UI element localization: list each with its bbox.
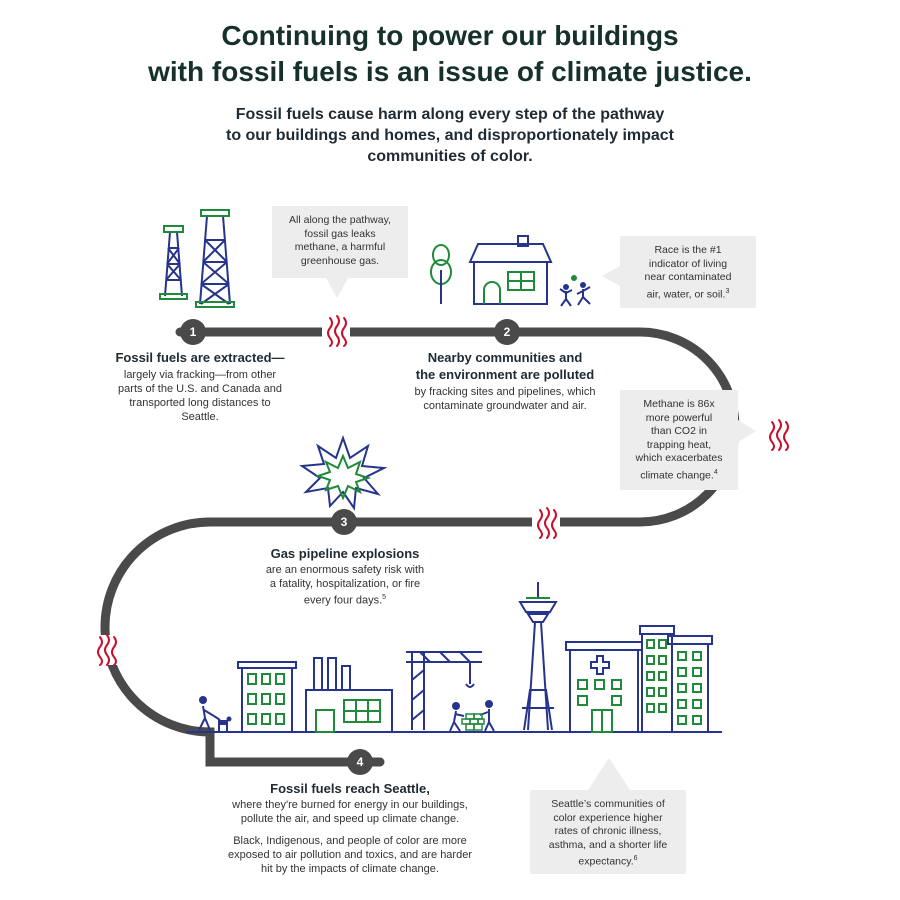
step-marker-1: 1 — [180, 319, 206, 345]
callout-line: asthma, and a shorter life — [548, 838, 668, 851]
step-line: where they're burned for energy in our b… — [232, 799, 468, 811]
callout-line: rates of chronic illness, — [554, 825, 662, 837]
callout-tail — [588, 758, 630, 790]
step-line: transported long distances to — [129, 397, 271, 409]
step-line: Seattle. — [181, 411, 219, 423]
callout-line: more powerful — [645, 411, 713, 424]
callout-tail — [602, 266, 620, 286]
callout-line: air, water, or soil. — [646, 288, 726, 300]
step-line: the environment are polluted — [415, 367, 595, 382]
space-needle-icon — [518, 582, 558, 731]
step-1-body: largely via fracking—from other parts of… — [80, 368, 320, 424]
heat-waves-icon — [537, 507, 557, 539]
pathway-line — [100, 327, 740, 767]
callout-seattle-health: Seattle’s communities of color experienc… — [530, 790, 686, 874]
heat-waves-icon — [769, 419, 789, 451]
apartment-building-icon — [237, 661, 297, 733]
hospital-icon — [565, 641, 643, 733]
step-line: are an enormous safety risk with — [265, 564, 425, 576]
step-3-title: Gas pipeline explosions — [270, 546, 420, 561]
heat-waves-icon — [327, 315, 347, 347]
callout-line: near contaminated — [644, 271, 732, 283]
person-walking-dog-icon — [198, 696, 232, 731]
step-line: a fatality, hospitalization, or fire — [269, 578, 421, 590]
title-line-2: with fossil fuels is an issue of climate… — [148, 56, 752, 87]
brick-stack-icon — [461, 713, 485, 731]
step-line: parts of the U.S. and Canada and — [118, 383, 282, 395]
construction-crane-icon — [406, 651, 482, 730]
callout-line: climate change. — [640, 469, 714, 481]
tree-icon — [430, 244, 452, 304]
step-line: Black, Indigenous, and people of color a… — [233, 835, 467, 847]
title-line-1: Continuing to power our buildings — [221, 20, 679, 51]
office-tower-icon — [639, 625, 713, 733]
step-line: contaminate groundwater and air. — [423, 400, 587, 412]
step-line: hit by the impacts of climate change. — [261, 863, 439, 875]
step-marker-2: 2 — [494, 319, 520, 345]
callout-line: which exacerbates — [635, 452, 723, 464]
step-marker-4: 4 — [347, 749, 373, 775]
subtitle: Fossil fuels cause harm along every step… — [150, 104, 750, 167]
step-line: every four days. — [303, 594, 383, 607]
callout-line: Race is the #1 — [654, 244, 722, 256]
workers-icon — [449, 700, 495, 732]
step-line: exposed to air pollution and toxics, and… — [228, 849, 472, 861]
footnote-ref: 4 — [713, 468, 718, 476]
callout-line: greenhouse gas. — [300, 254, 380, 267]
step-2-title: Nearby communities and the environment a… — [370, 349, 640, 383]
step-1-title: Fossil fuels are extracted— — [115, 350, 285, 365]
callout-line: fossil gas leaks — [304, 227, 376, 240]
callout-tail — [738, 420, 756, 442]
step-line: pollute the air, and speed up climate ch… — [240, 813, 460, 825]
step-marker-3: 3 — [331, 509, 357, 535]
callout-line: expectancy. — [578, 855, 634, 868]
footnote-ref: 5 — [382, 594, 387, 601]
callout-tail — [326, 278, 348, 298]
step-4-body: where they're burned for energy in our b… — [200, 798, 500, 826]
callout-line: trapping heat, — [646, 438, 712, 451]
callout-line: than CO2 in — [650, 425, 708, 437]
callout-line: methane, a harmful — [294, 241, 386, 253]
callout-line: Seattle’s communities of — [551, 798, 665, 810]
subtitle-line-2: to our buildings and homes, and dispropo… — [225, 127, 675, 144]
explosion-icon — [299, 434, 388, 511]
step-line: by fracking sites and pipelines, which — [414, 386, 596, 398]
step-3-body: are an enormous safety risk with a fatal… — [220, 563, 470, 608]
callout-line: All along the pathway, — [289, 214, 391, 226]
step-line: Nearby communities and — [427, 350, 583, 365]
step-line: largely via fracking—from other — [123, 369, 277, 381]
children-playing-icon — [559, 275, 591, 307]
step-2-body: by fracking sites and pipelines, which c… — [370, 385, 640, 413]
factory-icon — [305, 657, 393, 733]
footnote-ref: 6 — [633, 855, 638, 862]
page-title: Continuing to power our buildings with f… — [0, 18, 900, 90]
heat-waves-icon — [97, 634, 117, 666]
subtitle-line-1: Fossil fuels cause harm along every step… — [235, 106, 665, 123]
callout-race: Race is the #1 indicator of living near … — [620, 236, 756, 308]
callout-methane-power: Methane is 86x more powerful than CO2 in… — [620, 390, 738, 490]
oil-derrick-icon — [159, 209, 235, 308]
footnote-ref: 3 — [725, 287, 730, 295]
callout-line: color experience higher — [553, 811, 663, 824]
callout-methane-leak: All along the pathway, fossil gas leaks … — [272, 206, 408, 278]
step-4-body-2: Black, Indigenous, and people of color a… — [200, 834, 500, 876]
step-4-title: Fossil fuels reach Seattle, — [270, 781, 430, 796]
house-icon — [468, 235, 553, 305]
subtitle-line-3: communities of color. — [367, 148, 533, 165]
callout-line: indicator of living — [648, 257, 728, 270]
callout-line: Methane is 86x — [643, 398, 715, 410]
